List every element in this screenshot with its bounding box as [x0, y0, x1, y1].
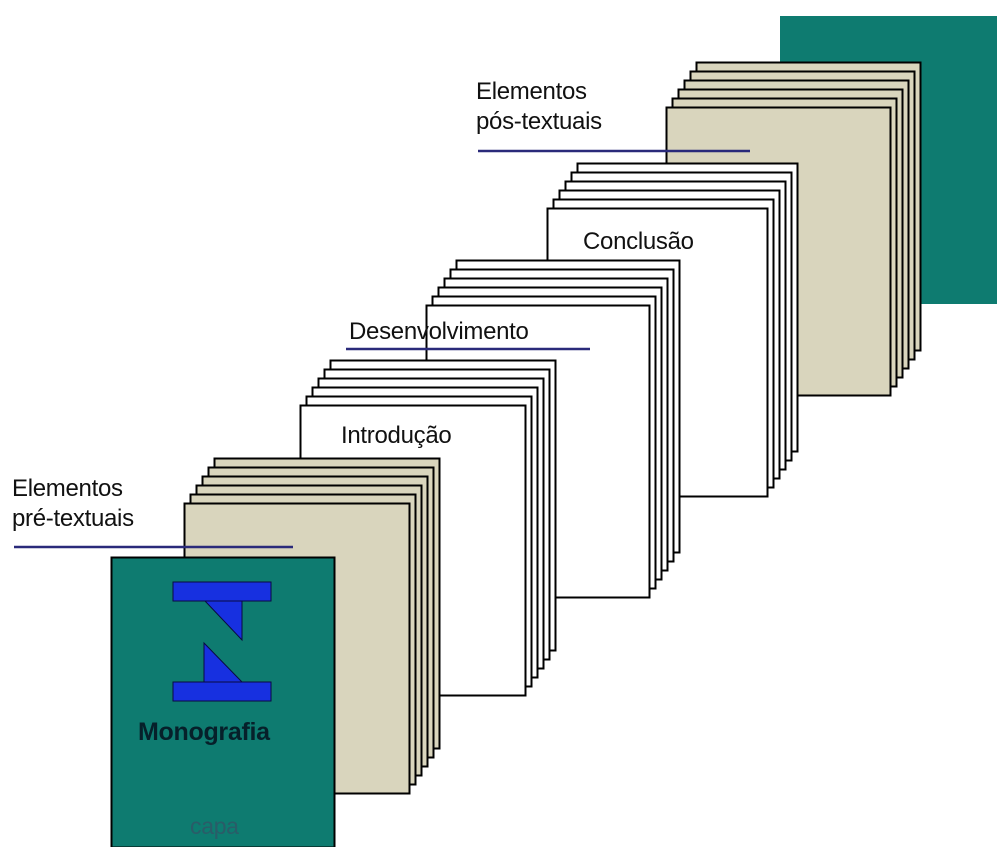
z-shaped-logo-icon-upper-wedge	[203, 600, 243, 642]
development-label: Desenvolvimento	[349, 318, 529, 345]
introduction-label: Introdução	[341, 422, 452, 449]
z-shaped-logo-icon-bottom-bar	[172, 681, 272, 702]
cover-title: Monografia	[138, 718, 270, 746]
post-textual-label-line2: pós-textuais	[476, 108, 602, 135]
pre-textual-label-line2: pré-textuais	[12, 505, 134, 532]
pre-textual-label-line1: Elementos	[12, 475, 123, 502]
z-shaped-logo-icon-top-bar	[172, 581, 272, 602]
conclusion-label: Conclusão	[583, 228, 694, 255]
cover-caption: capa	[190, 813, 239, 839]
post-textual-label-line1: Elementos	[476, 78, 587, 105]
